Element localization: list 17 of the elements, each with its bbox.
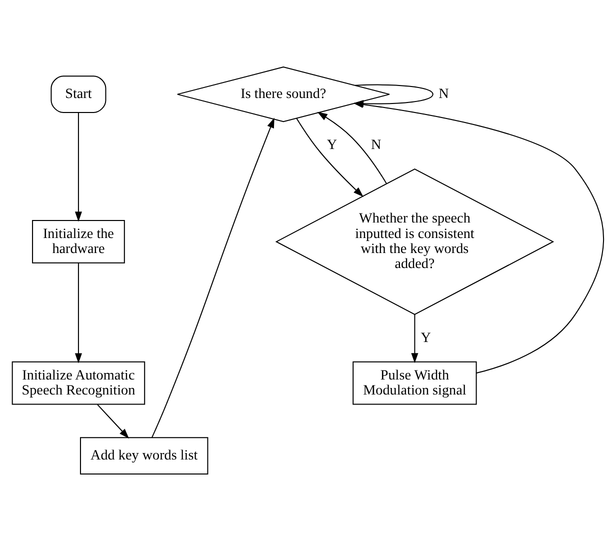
edge-label: Y <box>420 330 430 346</box>
arrow <box>296 118 364 197</box>
arrow <box>152 118 274 438</box>
arrow <box>74 112 82 222</box>
arrow <box>74 263 82 364</box>
node-box: Add key words list <box>80 437 208 474</box>
node-box: Initialize Automatic Speech Recognition <box>12 361 146 405</box>
node-box: Start <box>50 76 106 113</box>
edge-label: N <box>370 137 382 154</box>
edge-label: N <box>438 86 449 102</box>
node-box: Initialize the hardware <box>32 220 125 264</box>
node-diamond: Whether the speech inputted is consistent with the key words added? <box>275 168 554 315</box>
edge-label: Y <box>326 137 337 154</box>
arrow <box>411 314 418 364</box>
arrow <box>97 404 130 439</box>
arrow <box>317 112 387 184</box>
node-box: Pulse Width Modulation signal <box>352 361 477 405</box>
